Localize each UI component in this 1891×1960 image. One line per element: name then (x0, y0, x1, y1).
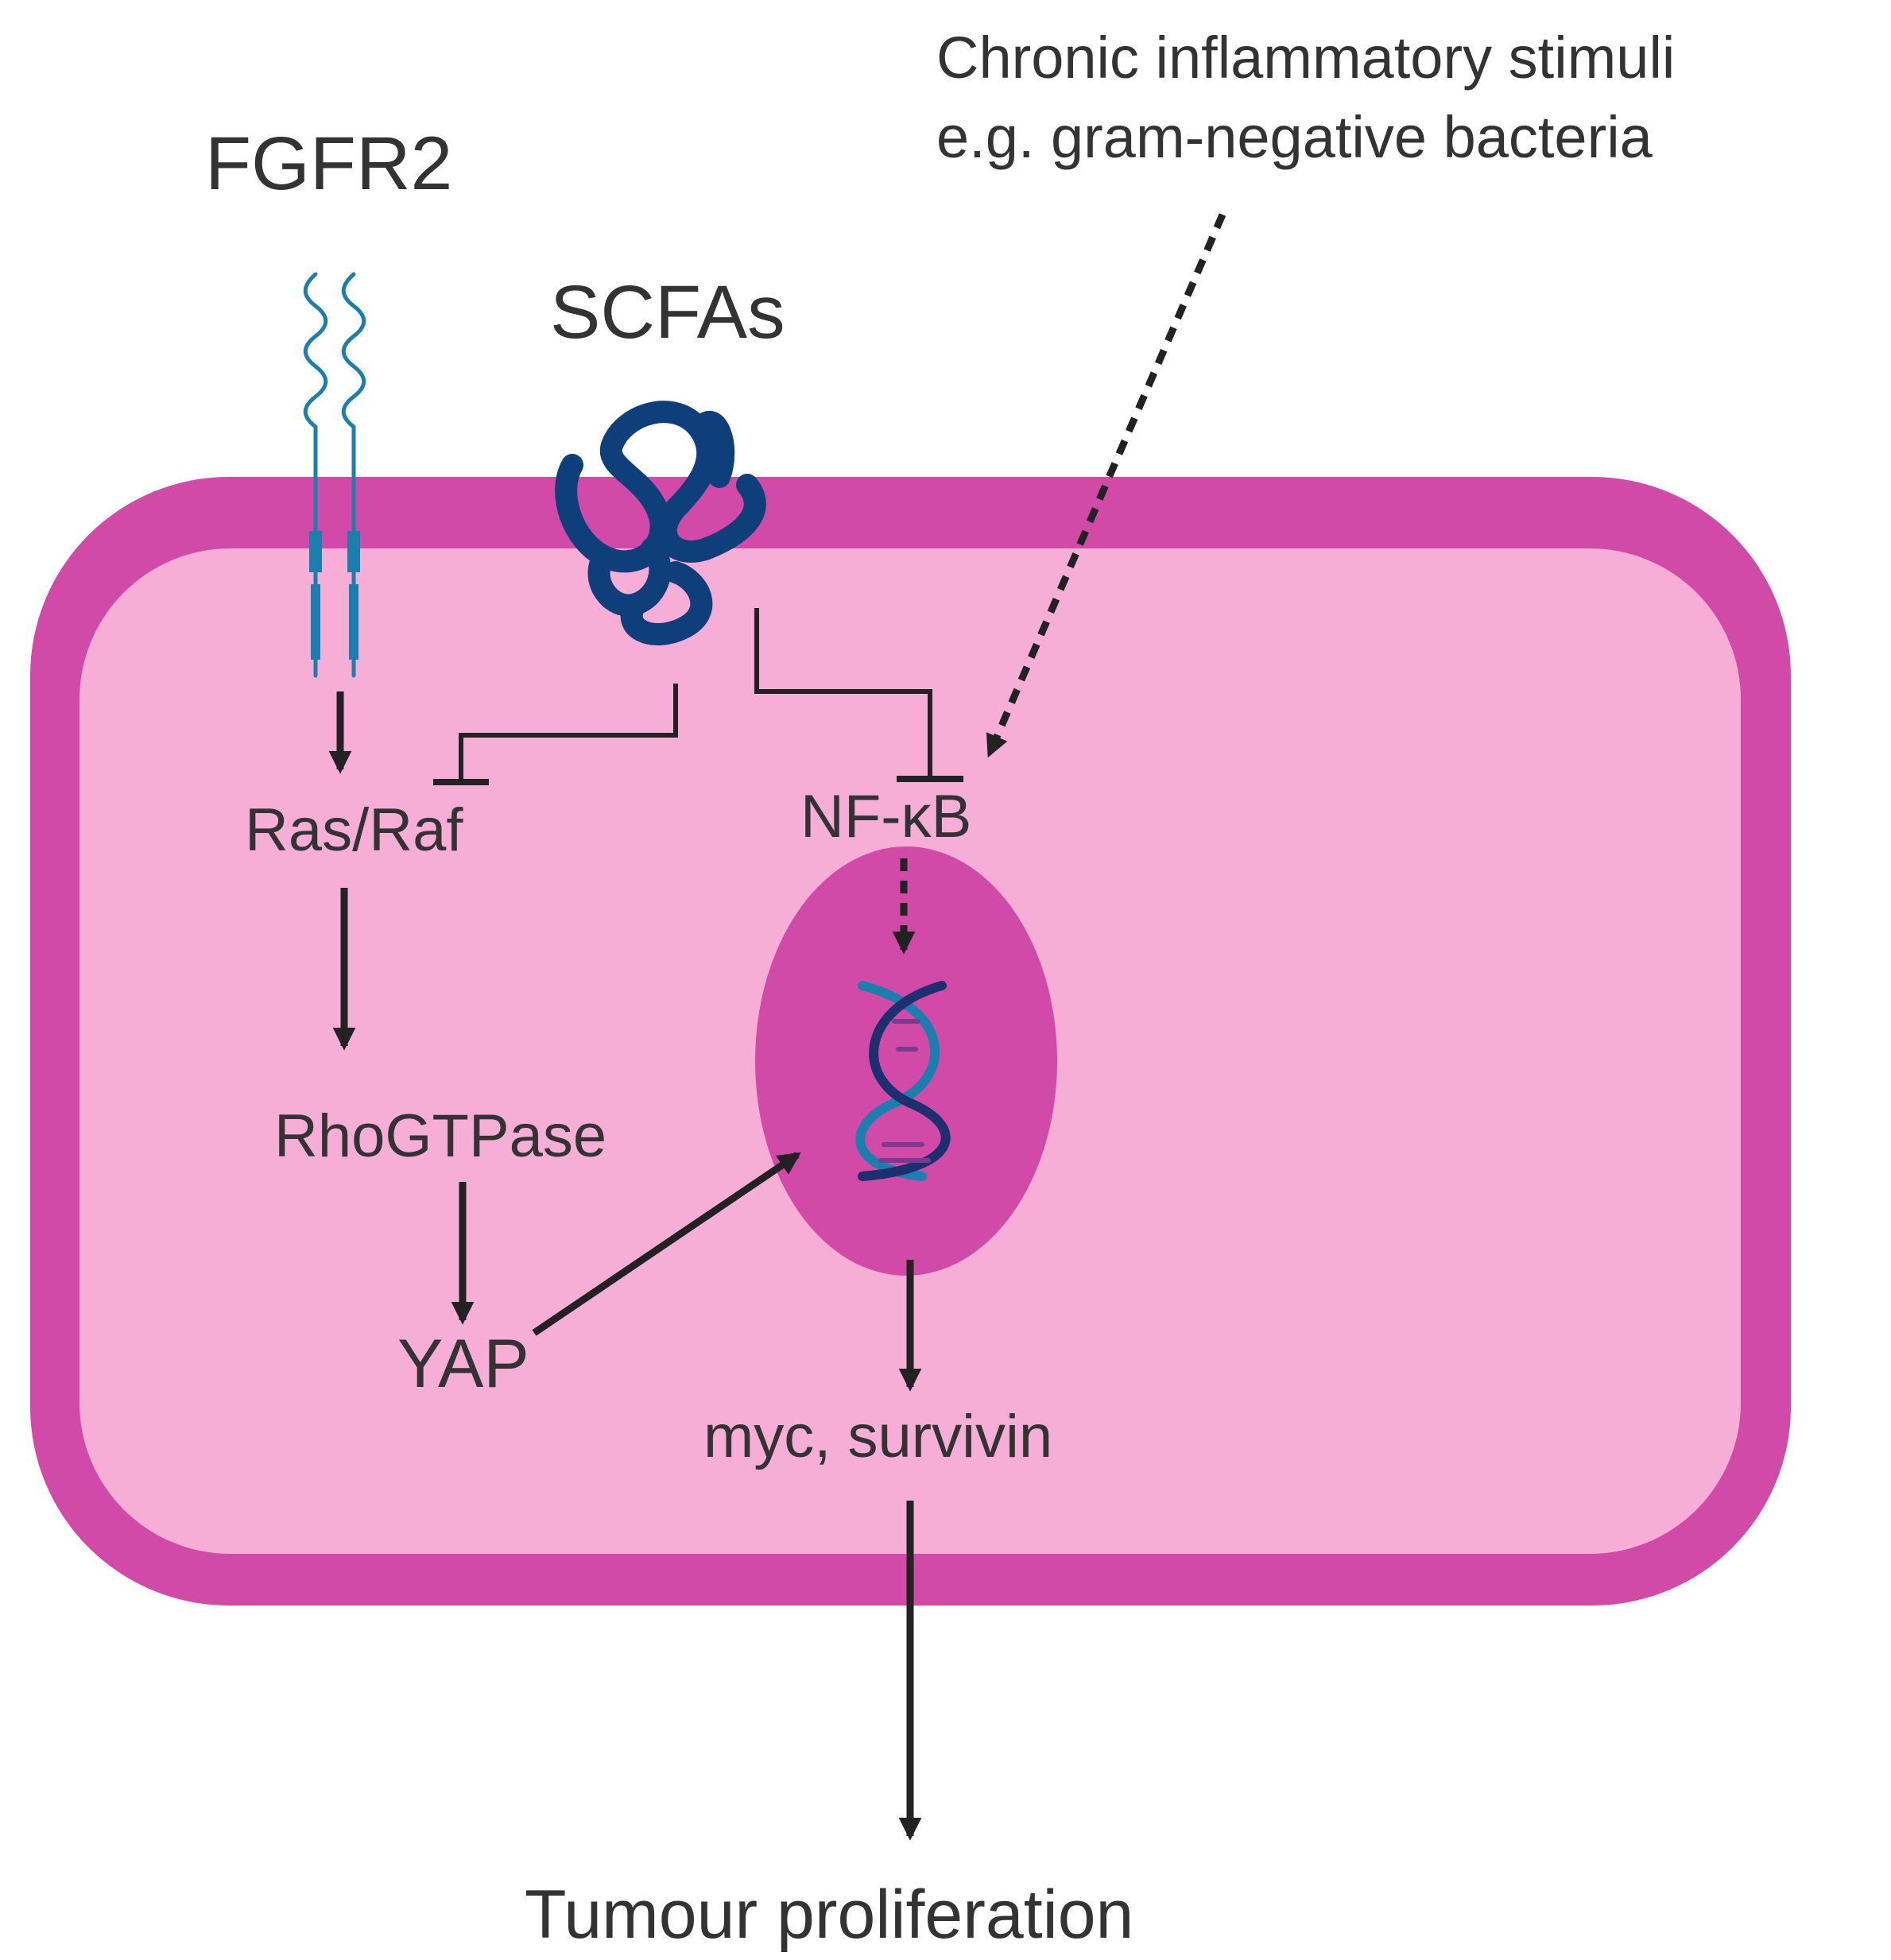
label-rhogtpase: RhoGTPase (274, 1102, 606, 1170)
fgfr2-receptor-icon (303, 272, 366, 678)
label-tumour-proliferation: Tumour proliferation (525, 1877, 1133, 1953)
label-nfkb: NF-κB (800, 783, 971, 850)
label-ras-raf: Ras/Raf (245, 796, 463, 864)
arrow-yap-to-dna (532, 1152, 801, 1336)
label-yap: YAP (397, 1326, 529, 1402)
label-scfas: SCFAs (550, 270, 785, 354)
arrows (328, 213, 1226, 1841)
scfa-protein-icon (555, 401, 766, 645)
nucleus (755, 846, 1057, 1276)
label-fgfr2: FGFR2 (205, 122, 452, 206)
inhibit-scfa-to-rasraf (459, 684, 678, 781)
inhibition-lines (433, 608, 963, 785)
inhibit-scfa-to-nfkb (754, 608, 932, 777)
label-myc-survivin: myc, survivin (703, 1403, 1052, 1470)
labels: FGFR2 SCFAs Chronic inflammatory stimuli… (205, 25, 1675, 1953)
dna-icon (855, 981, 951, 1181)
label-stimuli-line1: Chronic inflammatory stimuli (936, 25, 1675, 91)
label-stimuli-line2: e.g. gram-negative bacteria (936, 104, 1653, 170)
